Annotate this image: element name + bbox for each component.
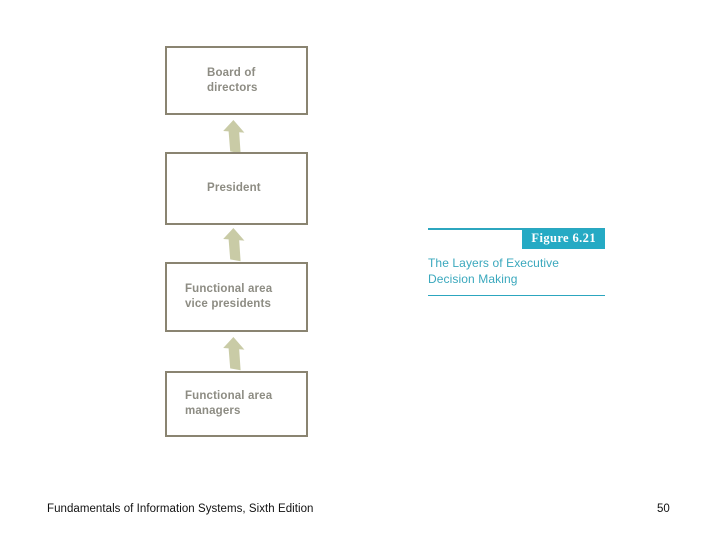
diagram-node-functional-area-vice-presidents: Functional area vice presidents [165,262,318,338]
diagram-node-president: President [165,152,318,231]
caption-bottom-rule [428,295,605,297]
arrow-up-icon [221,120,247,154]
figure-caption: Figure 6.21 The Layers of Executive Deci… [428,228,605,297]
diagram-node-functional-area-managers: Functional area managers [165,371,318,443]
diagram-node-label: Functional area managers [185,390,273,417]
caption-top-rule [428,228,605,230]
footer-page-number: 50 [657,503,670,515]
diagram-node-label: President [207,182,261,195]
figure-title: The Layers of Executive Decision Making [428,256,560,287]
diagram-node-board-of-directors: Board of directors [165,46,318,121]
arrow-up-icon [221,228,247,262]
figure-number-badge: Figure 6.21 [522,229,605,250]
footer-book-title: Fundamentals of Information Systems, Six… [47,503,314,515]
diagram-node-label: Board of directors [207,66,258,94]
arrow-up-icon [221,337,247,371]
diagram-node-label: Functional area vice presidents [185,283,273,310]
